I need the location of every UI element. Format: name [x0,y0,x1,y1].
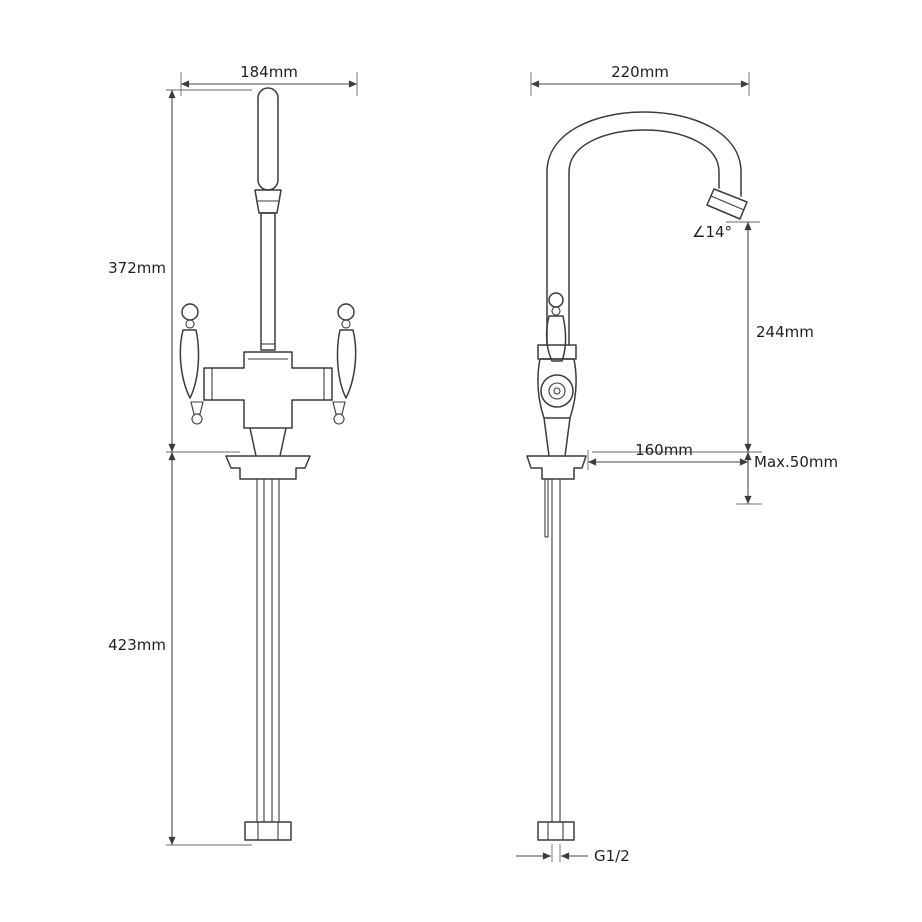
label-lower-height: 423mm [108,636,166,654]
side-handle-neck [551,306,561,316]
dimension-423: 423mm [108,451,252,846]
label-thread-size: G1/2 [594,847,630,865]
front-right-handle-lever [336,329,357,399]
label-spout-height: 244mm [756,323,814,341]
front-left-handle-neck [185,319,195,329]
front-left-handle [179,303,204,425]
front-body-cross [203,351,333,429]
front-spout-top [257,87,279,191]
front-left-handle-lever [179,329,200,399]
side-spout-inner [568,129,720,346]
side-deck-plate [526,455,587,480]
front-mounting-nut [244,821,292,841]
front-right-handle-ball [337,303,355,321]
side-spout-nozzle [706,188,748,220]
side-hub-center [553,387,561,395]
side-taper-left [543,417,550,457]
dimension-184: 184mm [180,63,358,96]
front-right-handle-base [332,401,346,415]
label-spout-width: 184mm [240,63,298,81]
front-taper-left [249,427,257,457]
label-upper-height: 372mm [108,259,166,277]
side-hub-outer [540,374,574,408]
side-mounting-nut [537,821,575,841]
side-handle-lever [545,315,567,362]
label-spout-angle: ∠14° [692,223,732,241]
dimension-220: 220mm [530,63,750,96]
label-overall-width: 220mm [611,63,669,81]
dimension-160: 160mm [587,441,762,470]
side-nozzle-ring [710,195,745,211]
front-taper-right [279,427,287,457]
front-deck-plate [225,455,311,480]
dimension-g12: G1/2 [516,844,630,865]
front-right-handle-drop [333,413,345,425]
front-spout-collar [254,189,282,214]
side-view [526,111,748,841]
front-left-handle-base [190,401,204,415]
front-right-handle [332,303,357,425]
side-body-collar [537,344,577,360]
dimension-max50: Max.50mm [736,452,838,505]
front-left-handle-drop [191,413,203,425]
dimension-244: 244mm [726,221,814,452]
side-spout-outer [546,111,742,346]
front-right-handle-neck [341,319,351,329]
side-handle-ball [548,292,564,308]
front-spout-pipe [260,212,276,351]
side-handle [545,292,567,362]
dimension-372: 372mm [108,89,252,452]
side-taper-right [564,417,571,457]
label-max-deck-thickness: Max.50mm [754,453,838,471]
front-left-handle-ball [181,303,199,321]
label-spout-reach: 160mm [635,441,693,459]
side-hub-mid [548,382,566,400]
front-view [179,87,357,841]
dimension-angle: ∠14° [692,223,732,241]
